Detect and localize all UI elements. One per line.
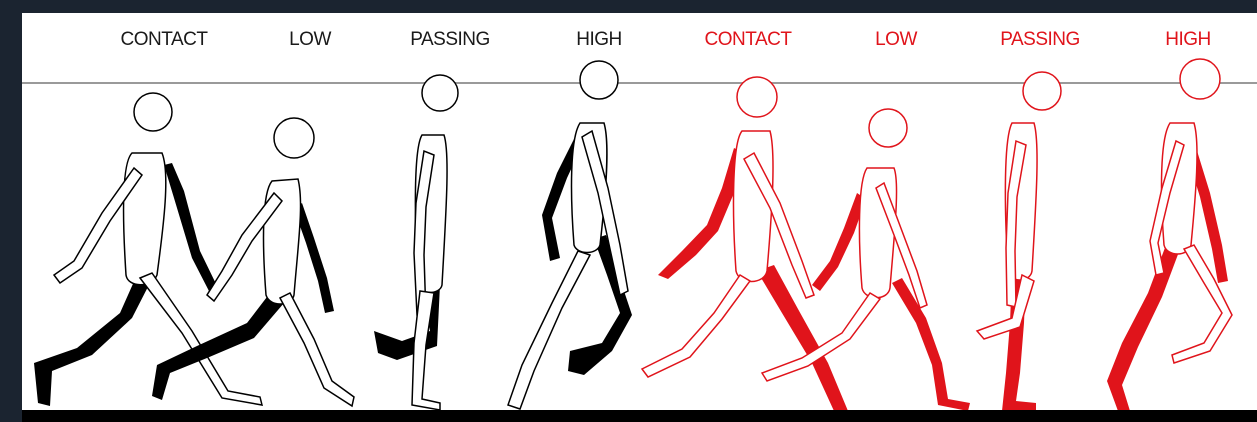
far-leg <box>1107 245 1180 411</box>
head <box>274 118 314 158</box>
figure-passing-red <box>977 72 1061 411</box>
head <box>1023 72 1061 110</box>
walk-figures <box>22 13 1257 422</box>
figure-contact-black <box>34 93 262 406</box>
head <box>737 77 777 117</box>
torso <box>264 179 301 304</box>
head <box>134 93 172 131</box>
figure-high-black <box>508 61 632 409</box>
far-leg <box>34 268 154 406</box>
near-leg <box>508 251 590 409</box>
head <box>422 75 458 111</box>
far-leg <box>892 278 970 411</box>
ground-line <box>22 410 1257 422</box>
figure-passing-black <box>374 75 458 410</box>
near-leg <box>642 275 750 377</box>
head <box>1180 59 1220 99</box>
figure-high-red <box>1107 59 1232 411</box>
far-arm <box>812 193 866 291</box>
near-leg <box>280 293 354 406</box>
head <box>580 61 618 99</box>
far-arm <box>658 148 744 279</box>
near-leg <box>977 275 1034 339</box>
walk-cycle-sheet: CONTACT LOW PASSING HIGH CONTACT LOW PAS… <box>22 13 1257 422</box>
head <box>869 109 907 147</box>
far-arm <box>164 163 218 293</box>
figure-low-black <box>152 118 354 406</box>
